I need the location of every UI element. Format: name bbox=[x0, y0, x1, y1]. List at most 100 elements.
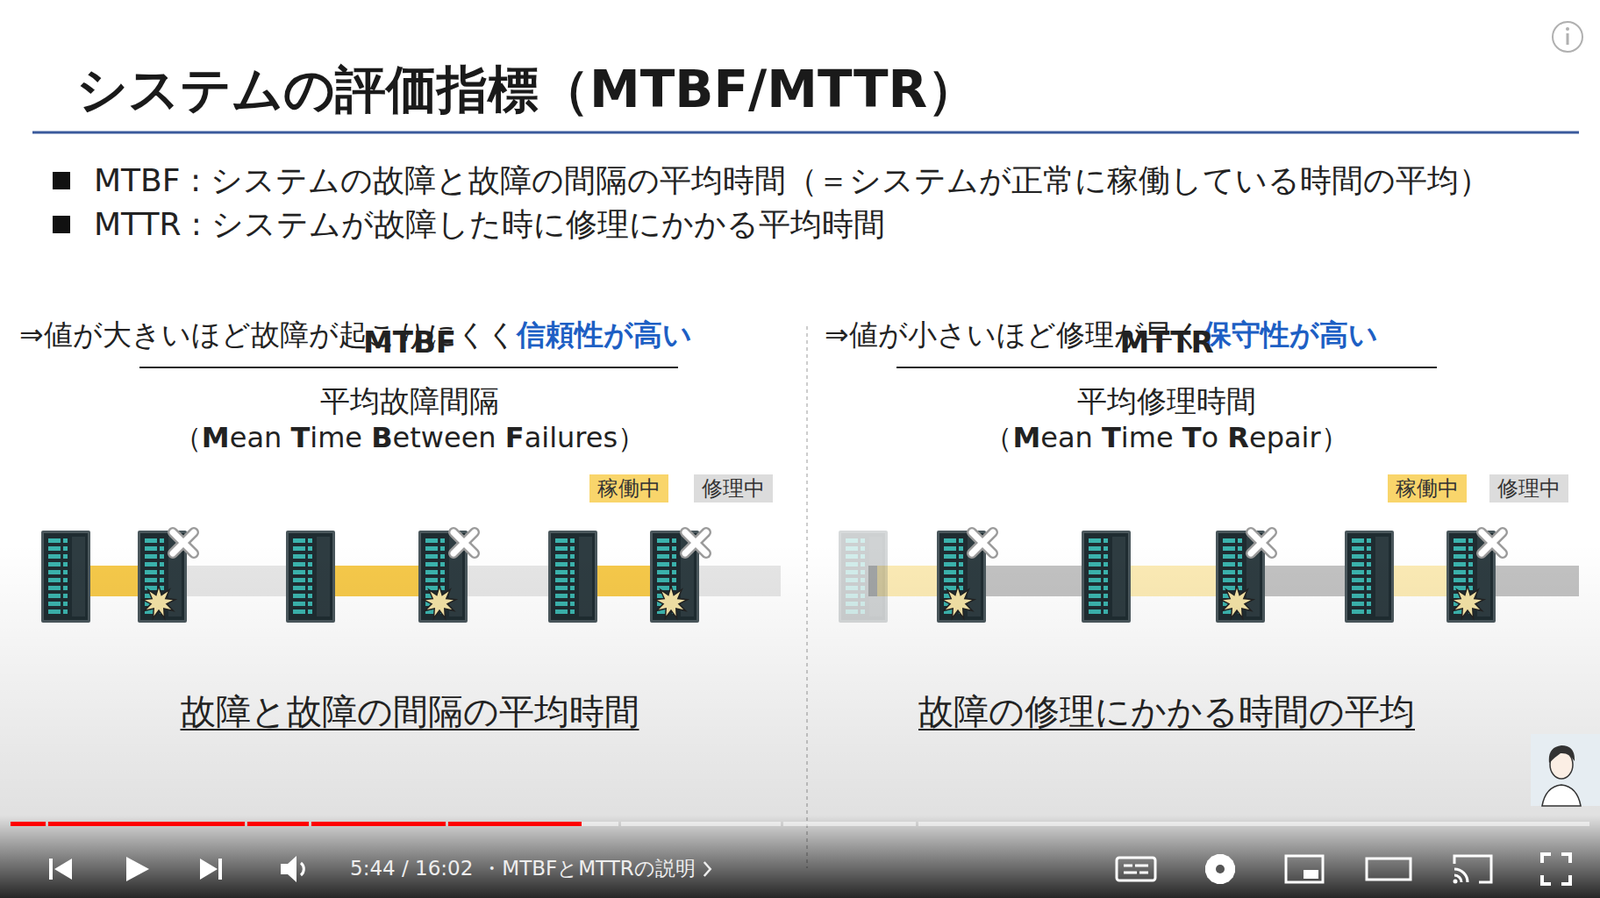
progress-played bbox=[247, 821, 309, 827]
text-run: R bbox=[1227, 421, 1250, 455]
text-run: M bbox=[201, 421, 230, 455]
server-led bbox=[1237, 538, 1243, 543]
metric-panel: MTBF平均故障間隔（Mean Time Between Failures）故障… bbox=[19, 315, 800, 843]
server-slot bbox=[1351, 538, 1365, 543]
server-led bbox=[1103, 538, 1108, 543]
legend-text: 修理中 bbox=[1497, 476, 1561, 501]
chapter-title: ・MTBFとMTTRの説明 bbox=[481, 857, 695, 882]
metric-panel: MTTR平均修理時間（Mean Time To Repair）故障の修理にかかる… bbox=[824, 315, 1509, 843]
server-slot bbox=[292, 538, 306, 543]
legend-swatch: 稼働中 bbox=[1387, 474, 1467, 503]
bullet-square bbox=[52, 171, 71, 190]
miniplayer-icon bbox=[1303, 870, 1319, 879]
server-led bbox=[1366, 538, 1372, 543]
miniplayer-icon bbox=[1285, 856, 1323, 883]
metric-meaning: 故障の修理にかかる時間の平均 bbox=[918, 690, 1415, 733]
server-led bbox=[63, 538, 68, 543]
bullet-text: MTTR : システムが故障した時に修理にかかる平均時間 bbox=[93, 205, 886, 243]
text-run: i bbox=[1121, 421, 1129, 455]
info-icon bbox=[1566, 33, 1570, 45]
text-run: B bbox=[371, 421, 393, 455]
text-run: i bbox=[541, 421, 550, 455]
captions-icon bbox=[1135, 864, 1149, 868]
text-run: r bbox=[574, 421, 586, 455]
server-led bbox=[570, 538, 575, 543]
heading-rule bbox=[139, 366, 679, 369]
settings-icon bbox=[1207, 857, 1234, 883]
legend-text: 稼働中 bbox=[597, 476, 661, 501]
text-run: o bbox=[1201, 421, 1220, 455]
text-run: m bbox=[1128, 421, 1157, 455]
text-run: （ bbox=[173, 421, 202, 455]
server-slot bbox=[943, 538, 957, 543]
text-run: i bbox=[1301, 421, 1310, 455]
legend-swatch: 修理中 bbox=[1489, 474, 1569, 503]
text-run: e bbox=[229, 421, 248, 455]
settings-icon bbox=[1215, 864, 1225, 874]
text-run bbox=[496, 421, 506, 455]
server-led bbox=[1468, 538, 1473, 543]
panel-heading: MTTR bbox=[1119, 324, 1214, 361]
legend-swatch: 稼働中 bbox=[589, 474, 669, 503]
text-run: T bbox=[1101, 421, 1122, 455]
metric-fullname: （Mean Time To Repair） bbox=[984, 421, 1349, 455]
server-led bbox=[958, 538, 964, 543]
server-slot bbox=[1222, 538, 1236, 543]
bullet-text: MTBF : システムの故障と故障の間隔の平均時間（＝システムが正常に稼働してい… bbox=[93, 161, 1491, 200]
progress-played bbox=[10, 821, 46, 827]
text-run bbox=[362, 421, 372, 455]
server-slot bbox=[1453, 538, 1466, 543]
text-run: M bbox=[1012, 421, 1041, 455]
prev-icon bbox=[54, 858, 72, 880]
text-run: a bbox=[1284, 421, 1302, 455]
server-slot bbox=[144, 538, 158, 543]
settings-icon bbox=[1209, 858, 1231, 880]
server-led bbox=[860, 538, 865, 543]
text-run: r bbox=[1308, 421, 1321, 455]
text-run: T bbox=[290, 421, 310, 455]
legend-swatch: 修理中 bbox=[693, 474, 773, 503]
server-slot bbox=[845, 538, 858, 543]
text-run: e bbox=[1156, 421, 1174, 455]
text-run: p bbox=[1266, 421, 1285, 455]
server-led bbox=[671, 538, 677, 543]
captions-icon bbox=[1123, 871, 1137, 875]
server-led bbox=[307, 538, 313, 543]
server-led bbox=[159, 538, 165, 543]
text-run: ） bbox=[1321, 421, 1350, 455]
text-run: e bbox=[392, 421, 411, 455]
text-run: n bbox=[264, 421, 282, 455]
metric-name: 平均故障間隔 bbox=[320, 383, 500, 420]
text-run: a bbox=[246, 421, 265, 455]
next-icon bbox=[200, 858, 218, 880]
settings-icon bbox=[1207, 857, 1234, 883]
text-run: e bbox=[344, 421, 363, 455]
progress-rest bbox=[783, 821, 916, 827]
bullet-square bbox=[52, 215, 71, 234]
text-run: a bbox=[524, 421, 543, 455]
text-run: a bbox=[1057, 421, 1076, 455]
play-icon bbox=[126, 857, 150, 882]
text-run: e bbox=[1249, 421, 1267, 455]
text-run: e bbox=[443, 421, 462, 455]
cast-icon bbox=[1454, 856, 1492, 883]
text-run: （ bbox=[984, 421, 1013, 455]
progress-rest bbox=[581, 821, 619, 827]
server-slot bbox=[555, 538, 568, 543]
text-run: ） bbox=[617, 421, 646, 455]
text-run: e bbox=[1040, 421, 1058, 455]
progress-rest bbox=[918, 821, 1590, 827]
presenter-avatar bbox=[1530, 734, 1600, 807]
video-time: 5:44 / 16:02 bbox=[350, 857, 473, 882]
text-run: F bbox=[505, 421, 525, 455]
text-run: n bbox=[478, 421, 496, 455]
text-run bbox=[1092, 421, 1102, 455]
info-icon bbox=[1565, 27, 1570, 31]
server-slot bbox=[48, 538, 61, 543]
captions-icon bbox=[1116, 857, 1156, 881]
text-run: e bbox=[461, 421, 479, 455]
theater-icon bbox=[1366, 858, 1411, 880]
metric-fullname: （Mean Time Between Failures） bbox=[173, 421, 646, 455]
captions-icon bbox=[1139, 871, 1149, 875]
